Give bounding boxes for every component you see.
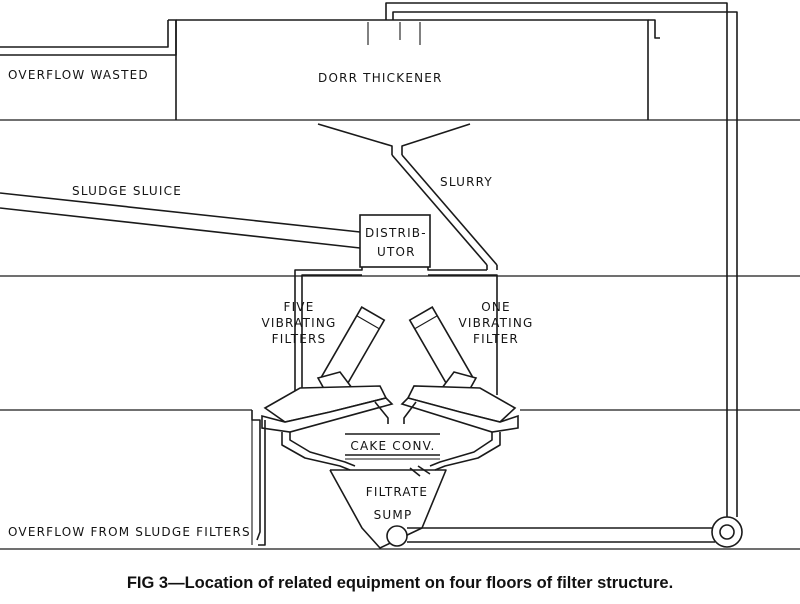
return-pump — [711, 516, 743, 548]
label-five-filters-2: VIBRATING — [261, 316, 336, 330]
one-vibrating-filter — [400, 306, 519, 433]
dorr-thickener — [168, 19, 660, 155]
distributor-feed-pipes — [294, 267, 498, 395]
label-distributor-1: DISTRIB- — [365, 226, 427, 240]
cake-conveyor — [345, 433, 440, 460]
return-riser-pipe — [385, 2, 738, 517]
label-overflow-wasted: OVERFLOW WASTED — [8, 68, 149, 82]
sump-return-pipe — [407, 527, 715, 543]
filtrate-drain-pipes — [281, 432, 501, 477]
distributor-box — [359, 214, 431, 268]
label-sludge-sluice: SLUDGE SLUICE — [72, 184, 182, 198]
label-cake-conveyor: CAKE CONV. — [350, 439, 435, 453]
figure-caption: FIG 3—Location of related equipment on f… — [126, 574, 674, 592]
label-one-filter-3: FILTER — [473, 332, 519, 346]
label-five-filters-1: FIVE — [283, 300, 314, 314]
label-filtrate-sump-2: SUMP — [374, 508, 413, 522]
label-distributor-2: UTOR — [377, 245, 416, 259]
sludge-sluice-pipe — [0, 192, 361, 249]
five-vibrating-filters — [261, 306, 394, 433]
label-slurry: SLURRY — [440, 175, 493, 189]
filtrate-sump — [329, 469, 447, 549]
label-dorr-thickener: DORR THICKENER — [318, 71, 443, 85]
equipment-diagram: OVERFLOW WASTED DORR THICKENER SLURRY SL… — [0, 2, 800, 550]
label-five-filters-3: FILTERS — [272, 332, 327, 346]
central-hoppers — [374, 401, 417, 424]
slurry-pipe — [391, 154, 498, 270]
label-overflow-sludge-filters: OVERFLOW FROM SLUDGE FILTERS — [8, 525, 251, 539]
label-one-filter-2: VIBRATING — [458, 316, 533, 330]
label-filtrate-sump-1: FILTRATE — [366, 485, 428, 499]
overflow-wasted-pipe — [0, 20, 177, 56]
overflow-sludge-filters-pipe — [251, 410, 266, 546]
label-one-filter-1: ONE — [481, 300, 511, 314]
